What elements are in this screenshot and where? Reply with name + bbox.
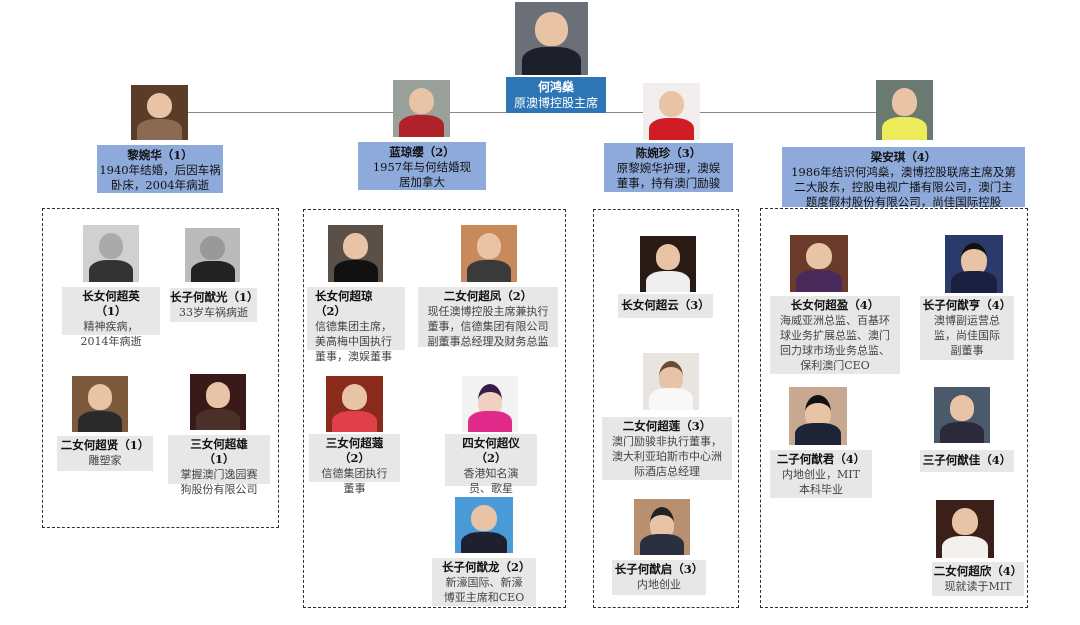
wife-name: 梁安琪（4） bbox=[870, 150, 937, 164]
child-photo bbox=[455, 497, 513, 553]
child-card: 四女何超仪（2）香港知名演员、歌星 bbox=[445, 434, 537, 495]
patriarch-box: 何鸿燊 原澳博控股主席 bbox=[506, 77, 606, 113]
child-card: 三女何超雄（1）掌握澳门逸园赛狗股份有限公司 bbox=[168, 435, 270, 496]
wife-box: 陈婉珍（3） 原黎婉华护理，澳娱董事，持有澳门励骏 bbox=[604, 143, 733, 192]
child-card: 三女何超蕸（2）信德集团执行董事 bbox=[309, 434, 400, 495]
wife-photo bbox=[876, 80, 933, 140]
child-photo bbox=[936, 500, 994, 558]
child-name: 四女何超仪（2） bbox=[462, 436, 520, 465]
child-desc: 新濠国际、新濠博亚主席和CEO bbox=[443, 576, 525, 604]
child-photo bbox=[190, 374, 246, 430]
child-desc: 33岁车祸病逝 bbox=[179, 306, 248, 319]
child-card: 三子何猷佳（4） bbox=[920, 450, 1014, 472]
child-card: 长女何超云（3） bbox=[618, 294, 713, 318]
child-photo bbox=[643, 353, 699, 410]
child-card: 长女何超英（1）精神疾病，2014年病逝 bbox=[62, 287, 160, 348]
child-name: 长女何超盈（4） bbox=[790, 298, 880, 312]
children-panel-wife1 bbox=[42, 208, 279, 528]
patriarch-name: 何鸿燊 bbox=[537, 80, 574, 94]
child-card: 长子何猷龙（2） 新濠国际、新濠博亚主席和CEO bbox=[432, 558, 536, 606]
child-photo bbox=[185, 228, 240, 282]
child-card: 长子何猷亨（4） 澳博副运营总监，尚佳国际副董事 bbox=[920, 296, 1014, 360]
child-card: 二女何超凤（2） 现任澳博控股主席兼执行董事，信德集团有限公司副董事总经理及财务总… bbox=[418, 287, 558, 348]
child-photo bbox=[72, 376, 128, 432]
wife-photo bbox=[131, 85, 188, 140]
child-photo bbox=[789, 387, 847, 445]
child-desc: 现任澳博控股主席兼执行董事，信德集团有限公司副董事总经理及财务总监 bbox=[427, 305, 549, 348]
child-desc: 精神疾病，2014年病逝 bbox=[80, 320, 142, 348]
child-desc: 内地创业，MIT本科毕业 bbox=[782, 468, 860, 496]
wife-name: 黎婉华（1） bbox=[127, 148, 193, 162]
child-desc: 内地创业 bbox=[637, 578, 681, 591]
child-name: 长子何猷光（1） bbox=[170, 290, 259, 304]
child-photo bbox=[790, 235, 848, 292]
children-panel-wife3 bbox=[593, 209, 739, 608]
patriarch-desc: 原澳博控股主席 bbox=[513, 96, 598, 110]
child-name: 二女何超欣（4） bbox=[933, 564, 1023, 578]
child-name: 二子何猷君（4） bbox=[776, 452, 866, 466]
child-photo bbox=[462, 376, 518, 432]
child-name: 二女何超凤（2） bbox=[443, 289, 533, 303]
child-desc: 澳门励骏非执行董事，澳大利亚珀斯市中心洲际酒店总经理 bbox=[612, 435, 722, 478]
wife-desc: 1986年结识何鸿燊，澳博控股联席主席及第二大股东，控股电视广播有限公司，澳门主… bbox=[791, 165, 1016, 209]
child-name: 长子何猷启（3） bbox=[614, 562, 704, 576]
wife-photo bbox=[643, 83, 700, 140]
child-desc: 现就读于MIT bbox=[944, 580, 1012, 593]
child-photo bbox=[934, 387, 990, 443]
child-name: 三女何超蕸（2） bbox=[325, 436, 384, 465]
wife-desc: 1957年与何结婚现居加拿大 bbox=[372, 160, 472, 189]
child-card: 长子何猷启（3） 内地创业 bbox=[612, 560, 706, 595]
child-photo bbox=[326, 376, 383, 432]
child-card: 二女何超欣（4） 现就读于MIT bbox=[932, 562, 1024, 596]
child-desc: 掌握澳门逸园赛狗股份有限公司 bbox=[180, 468, 258, 496]
child-desc: 雕塑家 bbox=[88, 454, 122, 467]
child-card: 长子何猷光（1） 33岁车祸病逝 bbox=[170, 288, 259, 322]
child-card: 二子何猷君（4） 内地创业，MIT本科毕业 bbox=[770, 450, 872, 498]
child-name: 三子何猷佳（4） bbox=[922, 453, 1012, 467]
wife-box: 梁安琪（4） 1986年结识何鸿燊，澳博控股联席主席及第二大股东，控股电视广播有… bbox=[782, 147, 1025, 209]
child-card: 二女何超莲（3） 澳门励骏非执行董事，澳大利亚珀斯市中心洲际酒店总经理 bbox=[602, 417, 732, 480]
child-card: 长女何超琼（2）信德集团主席，美高梅中国执行董事，澳娱董事 bbox=[307, 287, 405, 363]
wife-name: 蓝琼缨（2） bbox=[389, 145, 455, 159]
children-panel-wife4 bbox=[760, 208, 1028, 608]
child-photo bbox=[634, 499, 690, 555]
child-photo bbox=[945, 235, 1003, 293]
wife-box: 黎婉华（1） 1940年结婚，后因车祸卧床，2004年病逝 bbox=[97, 145, 223, 193]
child-desc: 澳博副运营总监，尚佳国际副董事 bbox=[934, 314, 1000, 357]
child-name: 长女何超琼（2） bbox=[315, 289, 373, 318]
child-card: 二女何超贤（1） 雕塑家 bbox=[57, 436, 153, 471]
child-desc: 信德集团主席，美高梅中国执行董事，澳娱董事 bbox=[315, 320, 392, 363]
child-name: 长子何猷亨（4） bbox=[922, 298, 1012, 312]
child-name: 长女何超云（3） bbox=[621, 298, 710, 312]
patriarch-photo bbox=[515, 2, 588, 75]
child-name: 二女何超贤（1） bbox=[60, 438, 150, 452]
child-photo bbox=[328, 225, 383, 282]
child-name: 长女何超英（1） bbox=[82, 289, 140, 318]
child-name: 三女何超雄（1） bbox=[190, 437, 248, 466]
child-name: 二女何超莲（3） bbox=[622, 419, 712, 433]
wife-desc: 1940年结婚，后因车祸卧床，2004年病逝 bbox=[99, 163, 221, 192]
children-panel-wife2 bbox=[303, 209, 566, 608]
child-desc: 香港知名演员、歌星 bbox=[463, 467, 519, 495]
wife-name: 陈婉珍（3） bbox=[635, 146, 702, 160]
child-photo bbox=[461, 225, 517, 282]
child-photo bbox=[83, 225, 139, 282]
child-name: 长子何猷龙（2） bbox=[442, 560, 531, 574]
wife-photo bbox=[393, 80, 450, 137]
child-card: 长女何超盈（4） 海威亚洲总监、百基环球业务扩展总监、澳门回力球市场业务总监、保利… bbox=[770, 296, 900, 374]
child-photo bbox=[640, 236, 696, 292]
child-desc: 信德集团执行董事 bbox=[321, 467, 388, 495]
wife-box: 蓝琼缨（2） 1957年与何结婚现居加拿大 bbox=[358, 142, 486, 190]
child-desc: 海威亚洲总监、百基环球业务扩展总监、澳门回力球市场业务总监、保利澳门CEO bbox=[780, 314, 890, 372]
wife-desc: 原黎婉华护理，澳娱董事，持有澳门励骏 bbox=[616, 161, 721, 190]
